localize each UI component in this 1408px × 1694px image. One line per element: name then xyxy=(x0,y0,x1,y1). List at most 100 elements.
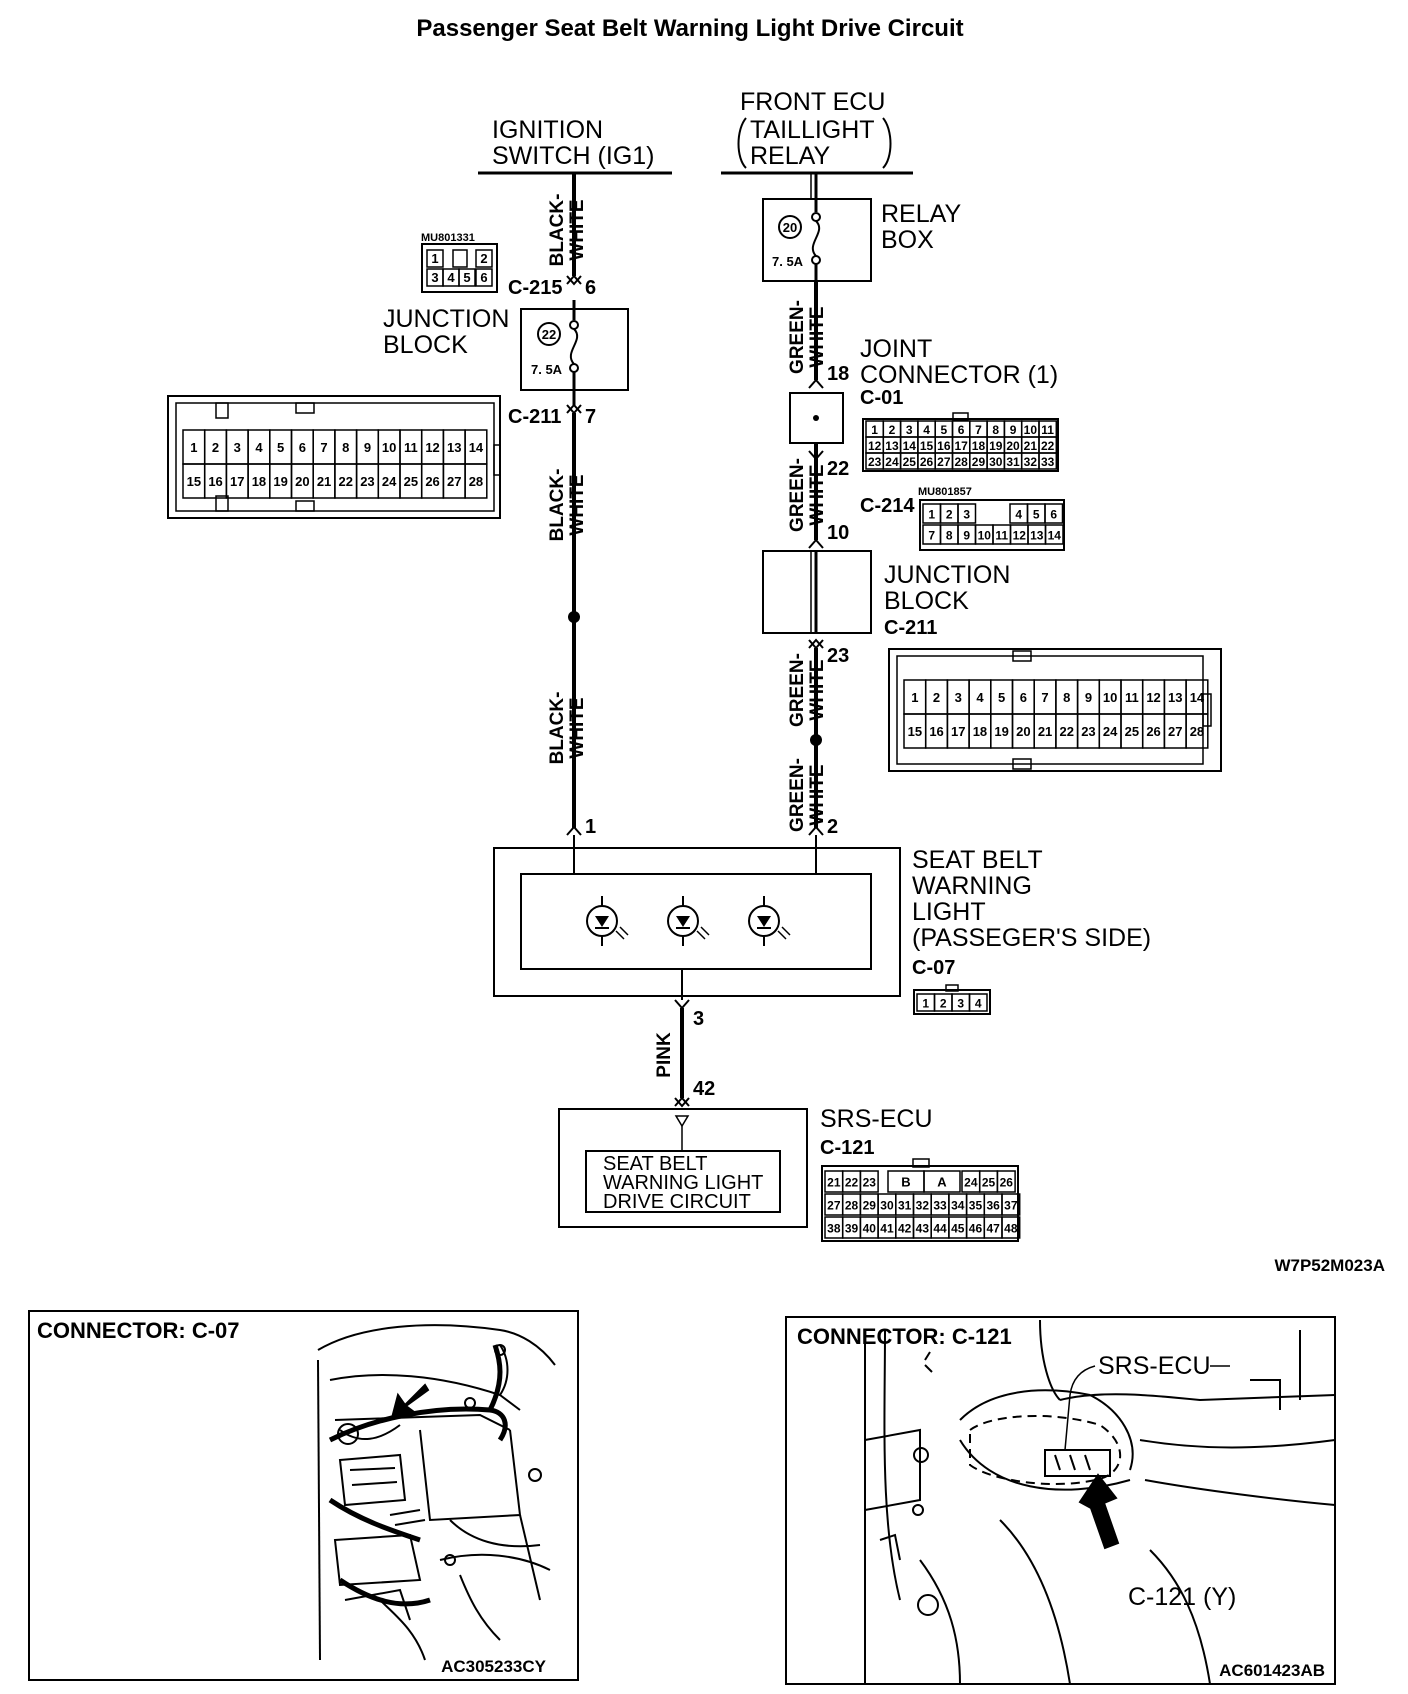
cavity-number: 10 xyxy=(382,440,396,455)
cavity-number: 21 xyxy=(1038,724,1052,739)
cavity-number: 7 xyxy=(975,423,982,437)
cavity-number: 23 xyxy=(868,455,882,469)
cavity-number: 5 xyxy=(277,440,284,455)
svg-text:WHITE: WHITE xyxy=(567,697,588,758)
terminal-srs xyxy=(674,1096,690,1108)
connector-cavity xyxy=(1044,503,1064,524)
cavity-number: 4 xyxy=(255,440,263,455)
terminal-light-3 xyxy=(674,999,690,1010)
cavity-number: 23 xyxy=(360,474,374,489)
connector-c07-label: C-07 xyxy=(912,957,955,979)
cavity-number: 44 xyxy=(933,1222,947,1236)
cavity-number: 8 xyxy=(946,529,953,543)
cavity-number: 30 xyxy=(989,455,1003,469)
cavity-number: 31 xyxy=(898,1199,912,1213)
cavity-number: 2 xyxy=(889,423,896,437)
console-illustration xyxy=(864,1319,1336,1685)
cavity-number: 27 xyxy=(827,1199,841,1213)
cavity-number: 18 xyxy=(252,474,266,489)
srs-inner-line3: DRIVE CIRCUIT xyxy=(603,1191,751,1213)
splice-left xyxy=(568,611,580,623)
cavity-number: 3 xyxy=(955,690,962,705)
pin-jc-22: 22 xyxy=(827,458,849,480)
cavity-number: 43 xyxy=(916,1222,930,1236)
cavity-number: 10 xyxy=(1103,690,1117,705)
terminal-c211-right xyxy=(808,638,824,650)
cavity-number: 3 xyxy=(957,997,964,1011)
cavity-number: 13 xyxy=(1030,529,1044,543)
cavity-number: 20 xyxy=(295,474,309,489)
cavity-number: 39 xyxy=(845,1222,859,1236)
svg-text:RELAY: RELAY xyxy=(750,142,830,170)
cavity-number: 36 xyxy=(986,1199,1000,1213)
cavity-number: 11 xyxy=(1041,423,1054,437)
connector-cavity xyxy=(996,1170,1016,1193)
svg-text:GREEN-: GREEN- xyxy=(787,653,808,727)
pin-light-2: 2 xyxy=(827,816,838,838)
cavity-number: 21 xyxy=(1024,439,1038,453)
pin-c211-23: 23 xyxy=(827,645,849,667)
connector-cavity xyxy=(464,463,488,499)
cavity-number: 22 xyxy=(1041,439,1055,453)
connector-cavity xyxy=(859,1170,879,1193)
cavity-number: 1 xyxy=(911,690,918,705)
led-icon xyxy=(748,896,791,946)
cavity-number: 23 xyxy=(1081,724,1095,739)
led-icon xyxy=(586,896,629,946)
seat-belt-light-line1: SEAT BELT xyxy=(912,846,1043,874)
panel-connector-c07: CONNECTOR: C-07 AC305233CY xyxy=(28,1310,579,1681)
cavity-number: 14 xyxy=(469,440,484,455)
svg-text:MU801331: MU801331 xyxy=(421,232,475,244)
cavity-number: 4 xyxy=(923,423,930,437)
cavity-number: 32 xyxy=(916,1199,930,1213)
cavity-number: 17 xyxy=(951,724,965,739)
cavity-number: 1 xyxy=(928,508,935,522)
cavity-number: 18 xyxy=(972,439,986,453)
cavity-number: 8 xyxy=(342,440,349,455)
harness-illustration xyxy=(328,1344,508,1607)
arrow-pointer-icon xyxy=(390,1383,430,1420)
cavity-number: 27 xyxy=(937,455,951,469)
panel-c121-title: CONNECTOR: C-121 xyxy=(797,1324,1012,1349)
callout-srs-ecu: SRS-ECU xyxy=(1098,1352,1211,1380)
svg-text:2: 2 xyxy=(480,251,487,266)
ignition-label-line2: SWITCH (IG1) xyxy=(492,142,655,170)
cavity-number: 20 xyxy=(1016,724,1030,739)
svg-text:3: 3 xyxy=(431,270,438,285)
pin-light-1: 1 xyxy=(585,816,596,838)
wire-label-gw-1: GREEN- WHITE xyxy=(787,300,828,374)
connector-cavity xyxy=(957,503,977,524)
srs-inner-circuit-box xyxy=(585,1150,781,1213)
wire-label-bw-3: BLACK- WHITE xyxy=(547,692,588,765)
cavity-number: 9 xyxy=(1085,690,1092,705)
svg-text:WHITE: WHITE xyxy=(807,659,828,720)
cavity-number: 22 xyxy=(1060,724,1074,739)
panel-connector-c121: CONNECTOR: C-121 AC601423AB xyxy=(785,1316,1336,1685)
connector-cavity xyxy=(1001,1216,1021,1239)
cavity-number: 15 xyxy=(908,724,922,739)
cavity-number: 12 xyxy=(425,440,439,455)
cavity-number: 2 xyxy=(212,440,219,455)
svg-text:GREEN-: GREEN- xyxy=(787,300,808,374)
cavity-number: 14 xyxy=(1048,529,1062,543)
cavity-number: 19 xyxy=(994,724,1008,739)
fuse-20: 20 7. 5A xyxy=(772,199,821,281)
connector-c121-label: C-121 xyxy=(820,1137,874,1159)
cavity-number: 28 xyxy=(845,1199,859,1213)
terminal-c215 xyxy=(566,274,582,286)
joint-connector-line1: JOINT xyxy=(860,335,932,363)
pin-srs-42: 42 xyxy=(693,1078,715,1100)
connector-cavity xyxy=(1001,1193,1021,1216)
cavity-number: 9 xyxy=(963,529,970,543)
cavity-number: 15 xyxy=(187,474,201,489)
joint-connector-id: C-01 xyxy=(860,387,903,409)
dashboard-illustration xyxy=(317,1324,556,1661)
cavity-number: 8 xyxy=(992,423,999,437)
cavity-number: 29 xyxy=(972,455,986,469)
cavity-number: 27 xyxy=(447,474,461,489)
svg-text:22: 22 xyxy=(542,327,556,342)
junction-block-right-line1: JUNCTION xyxy=(884,561,1010,589)
cavity-number: 11 xyxy=(1125,690,1139,705)
